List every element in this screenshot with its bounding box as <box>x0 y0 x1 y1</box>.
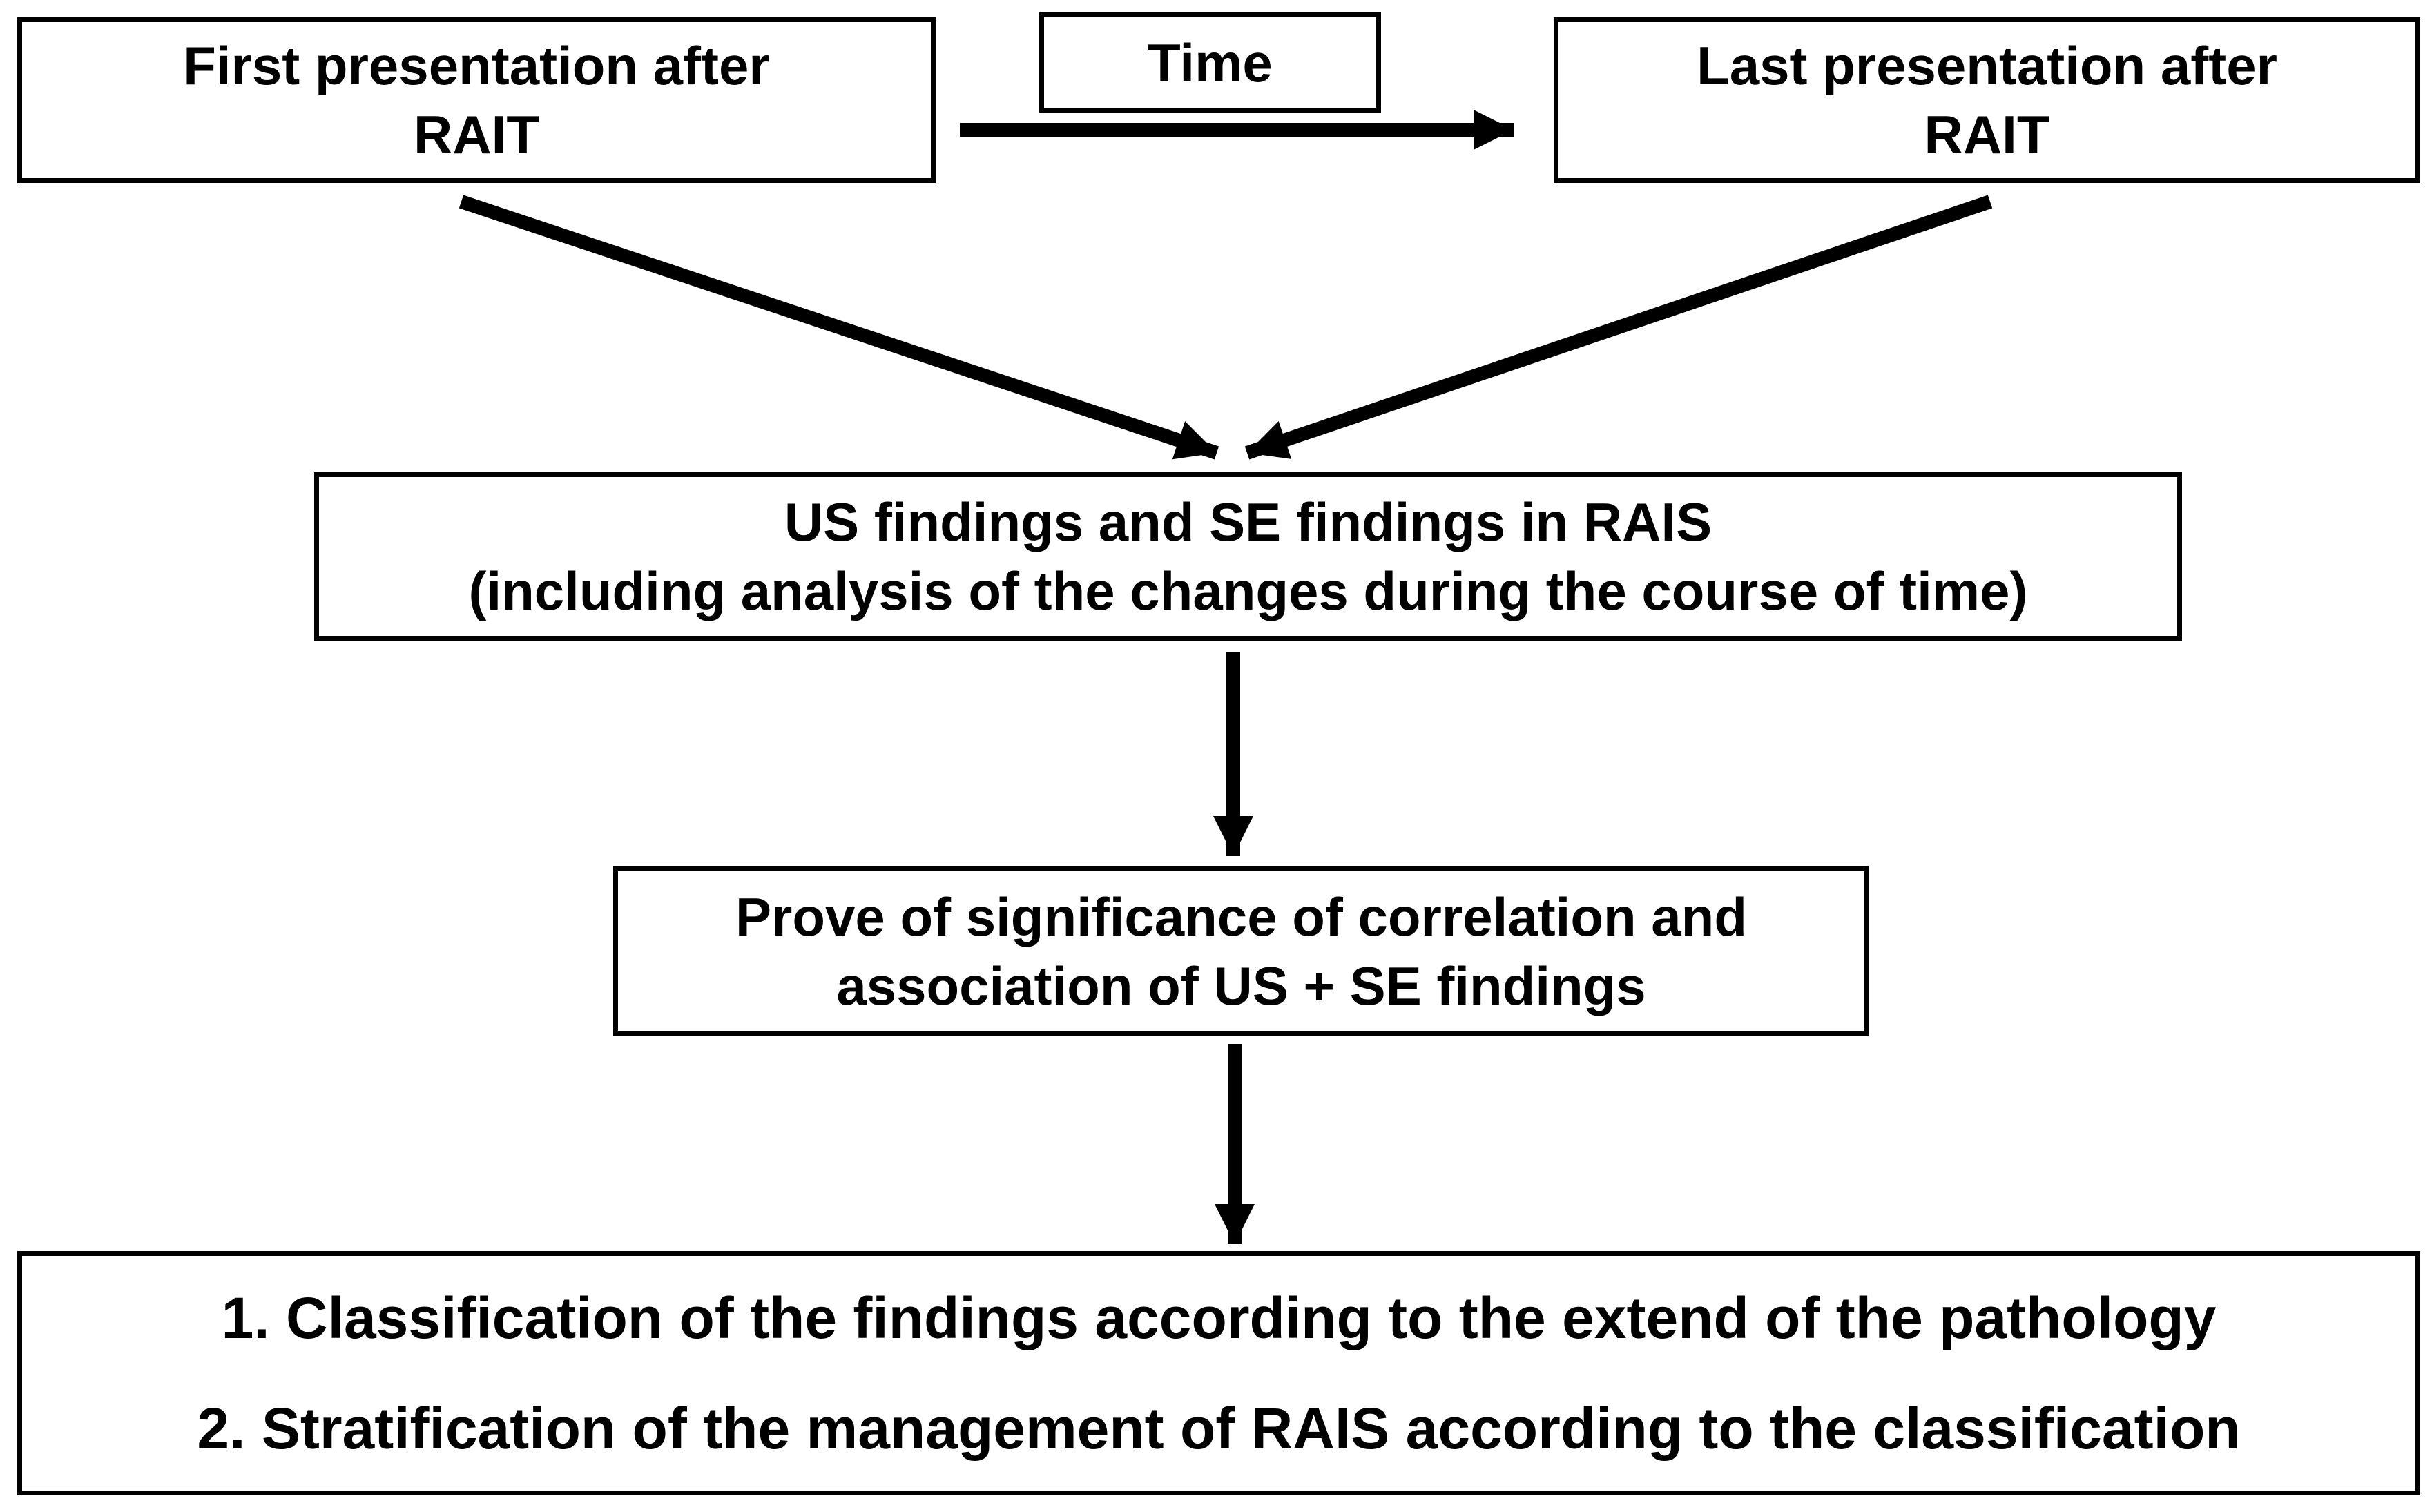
box-last-presentation-line1: Last presentation after <box>1697 35 2277 96</box>
box-first-presentation-line1: First presentation after <box>183 35 770 96</box>
box-first-presentation: First presentation after RAIT <box>17 17 936 183</box>
box-us-se-findings: US findings and SE findings in RAIS (inc… <box>314 472 2182 641</box>
box-outcome: 1. Classification of the findings accord… <box>17 1251 2420 1495</box>
box-time-label: Time <box>1148 32 1273 93</box>
box-outcome-item2: 2. Stratification of the management of R… <box>197 1396 2241 1461</box>
last-to-findings-arrow <box>1244 195 1993 460</box>
first-to-findings-arrow <box>459 195 1219 460</box>
box-us-se-findings-line2: (including analysis of the changes durin… <box>468 561 2028 621</box>
box-prove-significance: Prove of significance of correlation and… <box>613 866 1869 1036</box>
box-us-se-findings-line1: US findings and SE findings in RAIS <box>784 492 1712 552</box>
box-time: Time <box>1039 12 1381 113</box>
box-last-presentation-line2: RAIT <box>1924 104 2050 165</box>
box-prove-significance-line2: association of US + SE findings <box>836 955 1646 1016</box>
box-first-presentation-line2: RAIT <box>414 104 539 165</box>
box-last-presentation: Last presentation after RAIT <box>1554 17 2420 183</box>
box-prove-significance-line1: Prove of significance of correlation and <box>735 886 1747 947</box>
box-outcome-item1: 1. Classification of the findings accord… <box>221 1286 2217 1350</box>
